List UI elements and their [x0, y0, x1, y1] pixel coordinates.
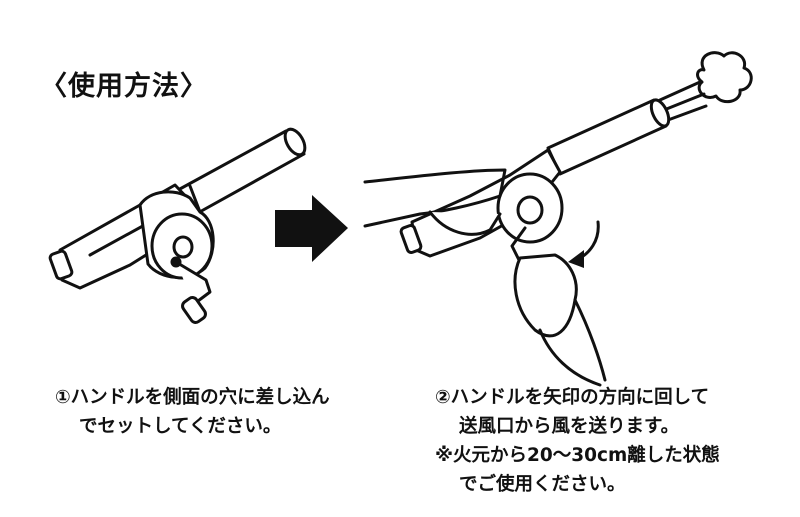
step2-line1: ②ハンドルを矢印の方向に回して — [435, 387, 710, 408]
arrow-right-icon — [275, 195, 348, 262]
blower-illustration — [48, 127, 307, 324]
instruction-step-1: ①ハンドルを側面の穴に差し込ん でセットしてください。 — [55, 383, 395, 441]
page-title: 〈使用方法〉 — [40, 71, 208, 102]
step2-line2: 送風口から風を送ります。 — [459, 416, 680, 437]
blower-in-use-illustration — [363, 51, 753, 387]
rotation-arrow-icon — [568, 250, 584, 268]
step1-line2: でセットしてください。 — [79, 416, 282, 437]
instruction-step-2: ②ハンドルを矢印の方向に回して 送風口から風を送ります。 ※火元から20～30c… — [435, 383, 795, 499]
step2-note-line2: でご使用ください。 — [459, 474, 626, 495]
step1-line1: ①ハンドルを側面の穴に差し込ん — [55, 387, 330, 408]
step2-note-line1: ※火元から20～30cm離した状態 — [435, 445, 720, 466]
